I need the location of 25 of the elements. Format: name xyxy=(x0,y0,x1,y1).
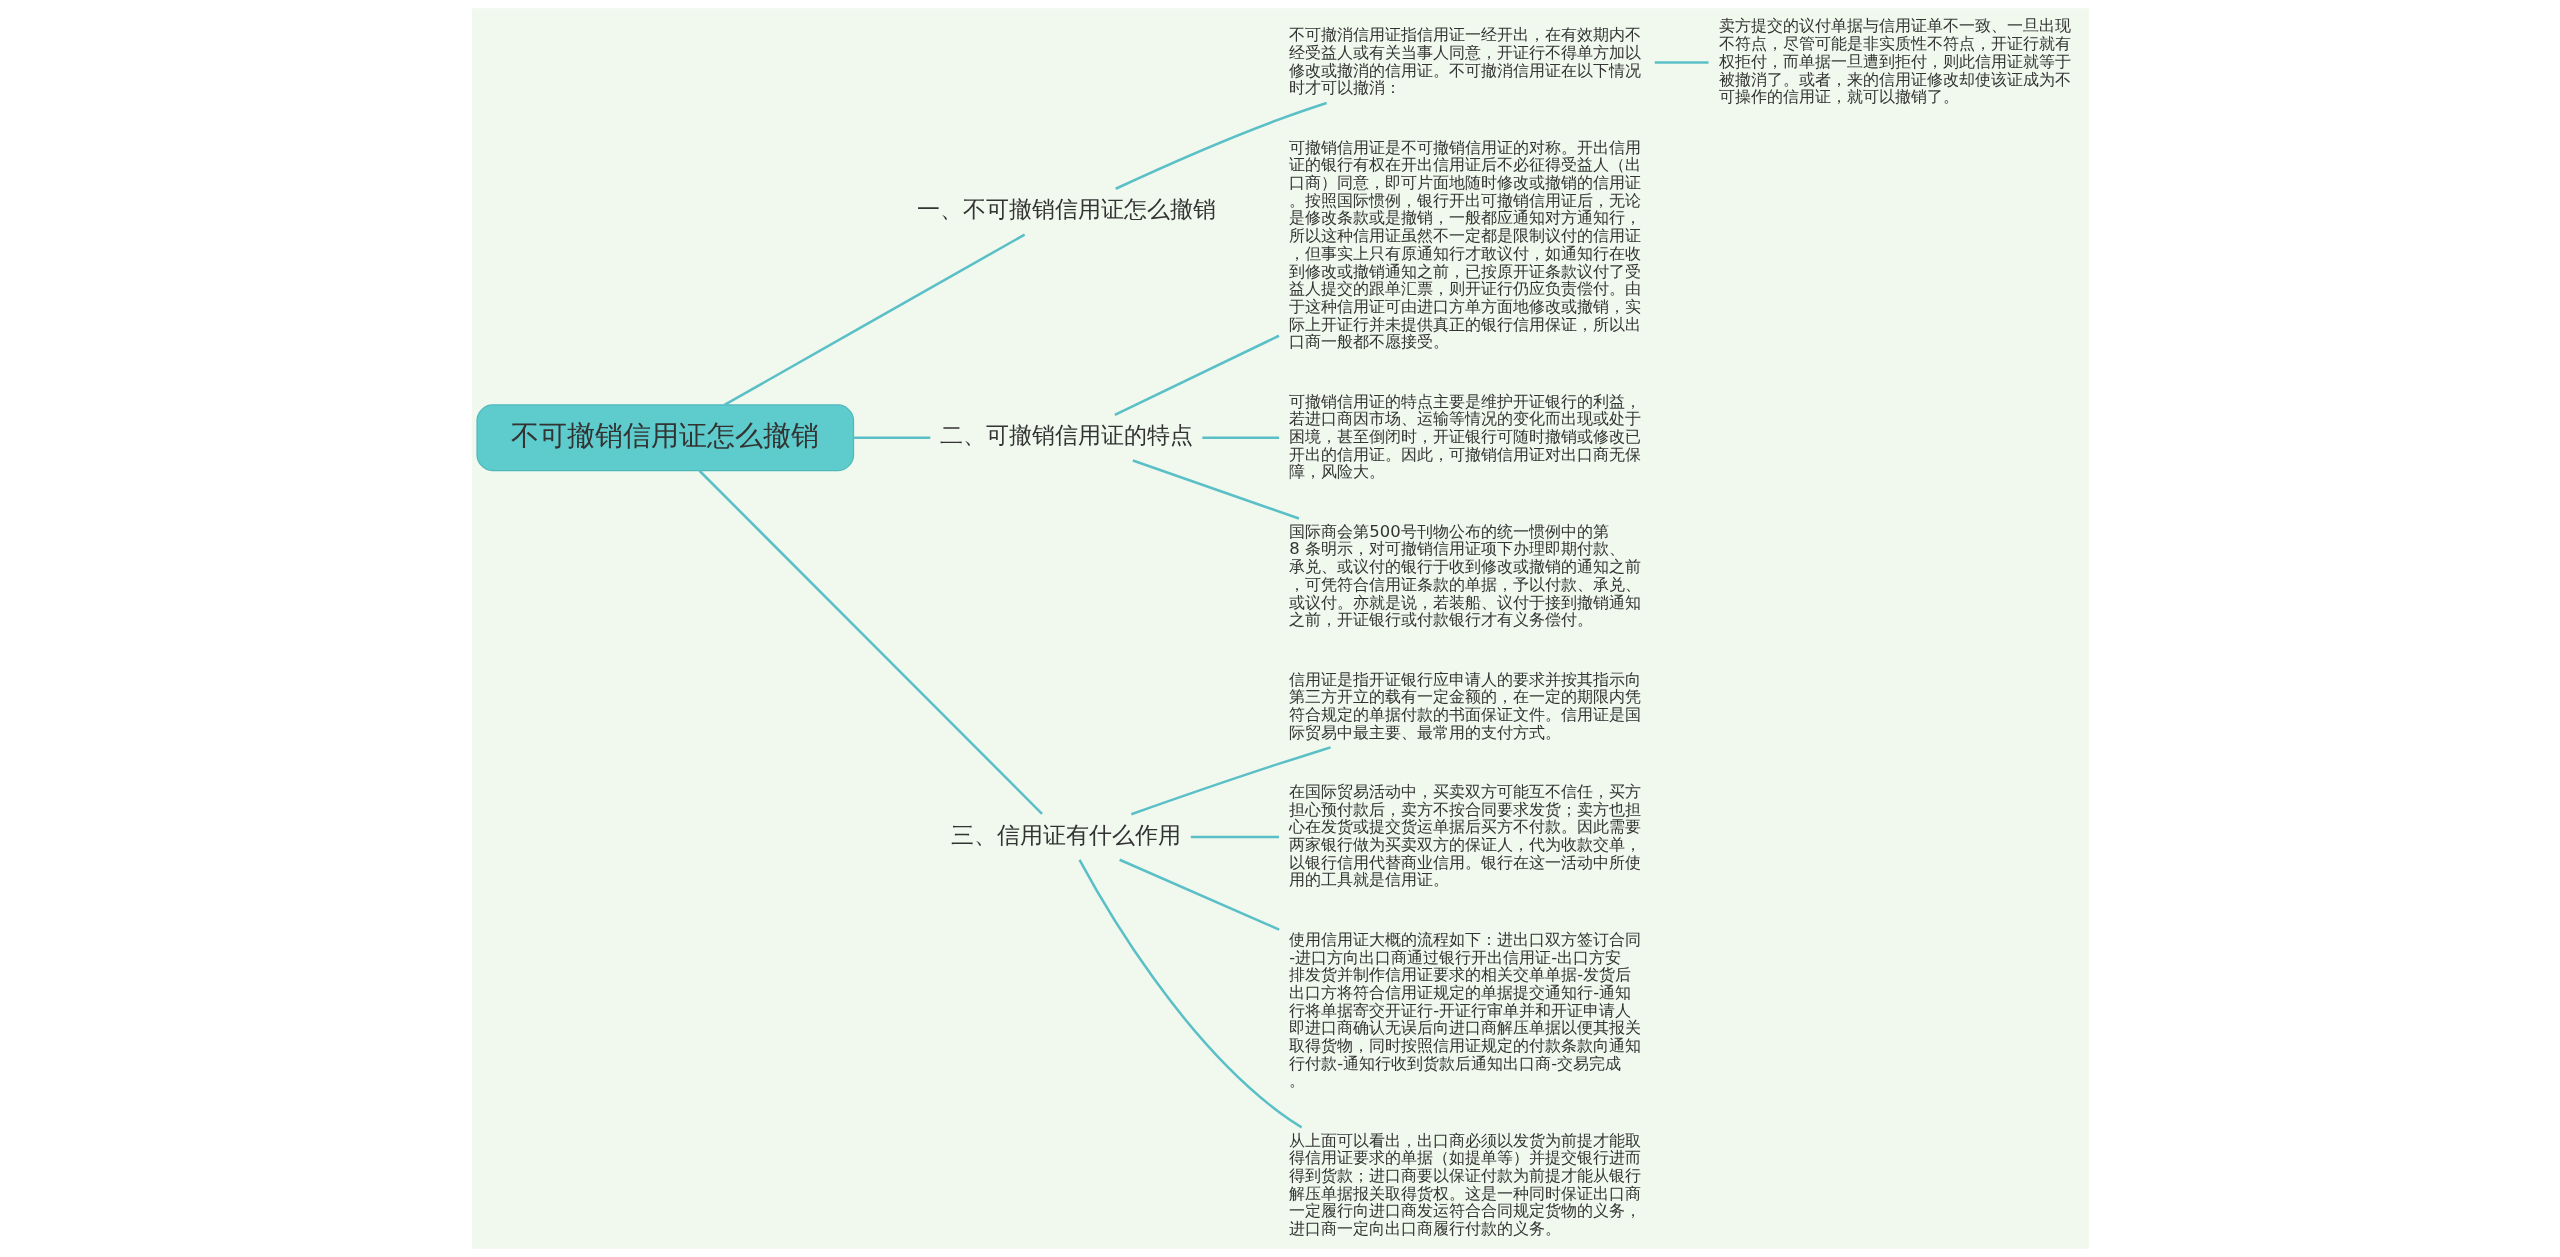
node-text: 二、可撤销信用证的特点 xyxy=(939,422,1193,449)
connector xyxy=(1201,436,1279,439)
connector xyxy=(723,233,1025,406)
node-text: 不可撤消信用证指信用证一经开出，在有效期内不经受益人或有关当事人同意，开证行不得单方加以修改或撤消的信用证。不可撤消信用证在以下情况时才可以撤消： xyxy=(1288,25,1641,98)
node-text: 一、不可撤销信用证怎么撤销 xyxy=(916,196,1216,223)
node-text: 信用证是指开证银行应申请人的要求并按其指示向第三方开立的载有一定金额的，在一定的期限内凭符合规定的单据付款的书面保证文件。信用证是国际贸易中最主要、最常用的支付方式。 xyxy=(1288,669,1641,742)
connector xyxy=(1130,746,1331,816)
node-text: 可撤销信用证是不可撤销信用证的对称。开出信用证的银行有权在开出信用证后不必征得受益人（出口商）同意，即可片面地随时修改或撤销的信用证。按照国际惯例，银行开出可撤销信用证后，无论是修改条款或是撤销，一般都应通知对方通知行，所以这种信用证虽然不一定都是限制议付的信用证，但事实上只有原通知行才敢议付，如通知行在收到修改或撤销通知之前，已按原开证条款议付了受益人提交的跟单汇票，则开证行仍应负责偿付。由于这种信用证可由进口方单方面地修改或撤销，实际上开证行并未提供真正的银行信用保证，所以出口商一般都不愿接受。 xyxy=(1288,137,1641,352)
node-text: 从上面可以看出，出口商必须以发货为前提才能取得信用证要求的单据（如提单等）并提交银行进而得到货款；进口商要以保证付款为前提才能从银行解压单据报关取得货权。这是一种同时保证出口商一定履行向进口商发运符合合同规定货物的义务，进口商一定向出口商履行付款的义务。 xyxy=(1288,1130,1641,1239)
node-text: 使用信用证大概的流程如下：进出口双方签订合同-进口方向出口商通过银行开出信用证-出口方安排发货并制作信用证要求的相关交单单据-发货后出口方将符合信用证规定的单据提交通知行-通知行将单据寄交开证行-开证行审单并和开证申请人即进口商确认无误后向进口商解压单据以便其报关取得货物，同时按照信用证规定的付款条款向通知行付款-通知行收到货款后通知出口商-交易完成。 xyxy=(1288,929,1641,1091)
connector xyxy=(1113,334,1280,417)
connector xyxy=(853,436,930,439)
connector xyxy=(1654,61,1709,64)
node-text: 国际商会第500号刊物公布的统一惯例中的第 8 条明示，对可撤销信用证项下办理即期付款、承兑、或议付的银行于收到修改或撤销的通知之前，可凭符合信用证条款的单据，予以付款、承兑、或议付。亦就是说，若装船、议付于接到撤销通知之前，开证银行或付款银行才有义务偿付。 xyxy=(1288,521,1641,630)
connector xyxy=(1118,858,1280,931)
node-text: 卖方提交的议付单据与信用证单不一致、一旦出现不符点，尽管可能是非实质性不符点，开证行就有权拒付，而单据一旦遭到拒付，则此信用证就等于被撤消了。或者，来的信用证修改却使该证成为不可操作的信用证，就可以撤销了。 xyxy=(1718,16,2071,107)
connector xyxy=(1077,859,1302,1129)
connector xyxy=(1190,835,1279,839)
connector xyxy=(698,469,1043,815)
node-text: 在国际贸易活动中，买卖双方可能互不信任，买方担心预付款后，卖方不按合同要求发货；卖方也担心在发货或提交货运单据后买方不付款。因此需要两家银行做为买卖双方的保证人，代为收款交单，以银行信用代替商业信用。银行在这一活动中所使用的工具就是信用证。 xyxy=(1288,782,1641,890)
connector xyxy=(1131,459,1299,520)
node-box: 不可撤销信用证怎么撤销 xyxy=(475,404,854,472)
connector xyxy=(1114,101,1327,190)
node-text: 可撤销信用证的特点主要是维护开证银行的利益，若进口商因市场、运输等情况的变化而出现或处于困境，甚至倒闭时，开证银行可随时撤销或修改已开出的信用证。因此，可撤销信用证对出口商无保障，风险大。 xyxy=(1288,391,1641,482)
node-text: 三、信用证有什么作用 xyxy=(950,821,1181,848)
